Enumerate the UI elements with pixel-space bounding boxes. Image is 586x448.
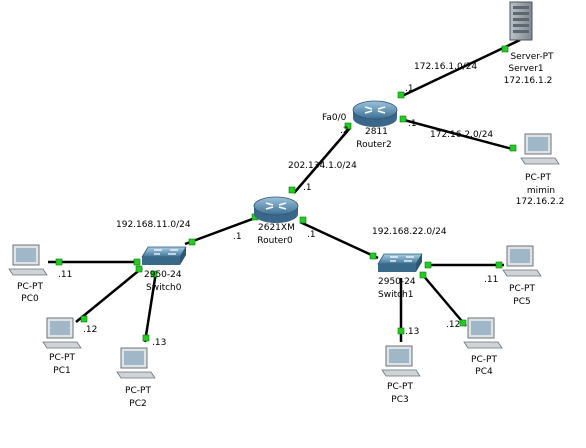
- mimin-icon[interactable]: [520, 133, 560, 165]
- link-switch1-pc4[interactable]: [421, 273, 467, 327]
- pc3-icon[interactable]: [381, 345, 421, 377]
- port-leds: [55, 45, 517, 342]
- port-led: [419, 271, 427, 279]
- server1-ip-label: 172.16.1.2: [503, 76, 553, 86]
- port-led: [80, 315, 88, 323]
- pc4-host-label: .12: [446, 320, 461, 330]
- router2-type-label: 2811: [365, 127, 388, 137]
- pc2-icon[interactable]: [116, 347, 156, 379]
- pc2-name-label: PC2: [129, 399, 147, 409]
- pc1-host-label: .12: [83, 325, 98, 335]
- pc0-type-label: PC-PT: [17, 282, 43, 292]
- pc0-icon[interactable]: [8, 244, 48, 276]
- port-led: [299, 216, 307, 224]
- router2-name-label: Router2: [356, 140, 392, 150]
- lan0-net-label: 192.168.11.0/24: [116, 220, 191, 230]
- port-led: [397, 91, 405, 99]
- port-led: [135, 265, 143, 273]
- switch0-type-label: 2950-24: [144, 270, 182, 280]
- r2-wan-host-label: .2: [340, 126, 349, 136]
- link-router2-server1[interactable]: [401, 38, 521, 98]
- port-led: [459, 319, 467, 327]
- pc2-type-label: PC-PT: [125, 386, 151, 396]
- port-led: [501, 45, 509, 53]
- r0-lan0-host-label: .1: [233, 232, 242, 242]
- pc1-icon[interactable]: [42, 317, 82, 349]
- pc1-type-label: PC-PT: [49, 353, 75, 363]
- port-led: [133, 258, 141, 266]
- link-router0-switch0[interactable]: [184, 216, 256, 246]
- lan1-net-label: 192.168.22.0/24: [372, 227, 447, 237]
- pc2-host-label: .13: [152, 338, 167, 348]
- pc4-name-label: PC4: [475, 367, 493, 377]
- switch0-name-label: Switch0: [146, 283, 182, 293]
- router2-icon[interactable]: [352, 100, 398, 127]
- port-led: [150, 270, 158, 278]
- link-switch0-pc1[interactable]: [75, 267, 143, 323]
- router0-name-label: Router0: [257, 236, 293, 246]
- server1-icon[interactable]: [509, 1, 533, 41]
- wan-net-label: 202.134.1.0/24: [288, 161, 357, 171]
- port-led: [369, 252, 377, 260]
- port-led: [344, 122, 352, 130]
- links: [48, 38, 521, 343]
- port-led: [424, 261, 432, 269]
- server1-type-label: Server-PT: [510, 52, 554, 62]
- r2-server-host-label: .1: [405, 84, 414, 94]
- switch1-icon[interactable]: [377, 253, 423, 272]
- pc3-name-label: PC3: [391, 395, 409, 405]
- port-led: [142, 334, 150, 342]
- router0-type-label: 2621XM: [258, 223, 295, 233]
- port-led: [188, 238, 196, 246]
- pc1-name-label: PC1: [53, 366, 71, 376]
- r2-mimin-host-label: .1: [408, 119, 417, 129]
- server1-name-label: Server1: [508, 64, 544, 74]
- pc5-icon[interactable]: [502, 245, 542, 277]
- r0-lan1-host-label: .1: [307, 230, 316, 240]
- mimin-type-label: PC-PT: [525, 173, 551, 183]
- pc5-type-label: PC-PT: [509, 284, 535, 294]
- link-router2-mimin[interactable]: [403, 118, 517, 152]
- pc3-type-label: PC-PT: [387, 382, 413, 392]
- link-switch0-pc2[interactable]: [143, 271, 158, 343]
- switch0-icon[interactable]: [141, 246, 187, 265]
- r2-fa00-label: Fa0/0: [322, 113, 347, 123]
- mimin-net-label: 172.16.2.0/24: [430, 130, 494, 140]
- pc4-type-label: PC-PT: [471, 355, 497, 365]
- port-led: [397, 327, 405, 335]
- port-led: [55, 258, 63, 266]
- pc0-name-label: PC0: [21, 294, 39, 304]
- port-led: [509, 144, 517, 152]
- r0-wan-host-label: .1: [303, 183, 312, 193]
- router0-icon[interactable]: [253, 196, 299, 223]
- server-net-label: 172.16.1.0/24: [414, 62, 478, 72]
- pc4-icon[interactable]: [463, 317, 503, 349]
- pc3-host-label: .13: [405, 327, 420, 337]
- switch1-name-label: Switch1: [378, 290, 414, 300]
- switch1-type-label: 2950-24: [378, 277, 416, 287]
- pc5-host-label: .11: [484, 275, 499, 285]
- link-router0-router2[interactable]: [293, 127, 351, 194]
- pc5-name-label: PC5: [513, 297, 531, 307]
- pc0-host-label: .11: [58, 270, 73, 280]
- port-led: [495, 261, 503, 269]
- mimin-ip-label: 172.16.2.2: [515, 197, 565, 207]
- port-led: [288, 186, 296, 194]
- port-led: [399, 115, 407, 123]
- link-router0-switch1[interactable]: [299, 220, 379, 260]
- mimin-name-label: mimin: [526, 186, 556, 196]
